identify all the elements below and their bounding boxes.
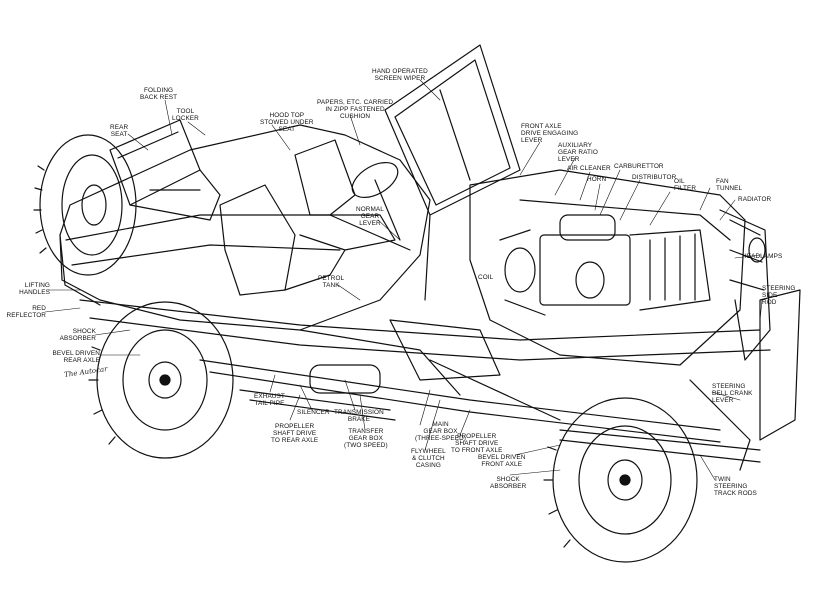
label-propeller-shaft-rear: PROPELLER SHAFT DRIVE TO REAR AXLE	[271, 423, 319, 444]
windscreen	[384, 44, 521, 301]
label-propeller-shaft-front: PROPELLER SHAFT DRIVE TO FRONT AXLE	[451, 433, 503, 454]
label-bevel-driven-front-axle: BEVEL DRIVEN FRONT AXLE	[478, 454, 526, 468]
label-distributor: DISTRIBUTOR	[632, 174, 677, 181]
radiator-grille	[719, 209, 801, 441]
label-papers-carried-cushion: PAPERS, ETC. CARRIED IN ZIPP FASTENED CU…	[317, 99, 394, 120]
label-carburettor: CARBURETTOR	[614, 163, 664, 170]
label-oil-filter: OIL FILTER	[674, 178, 697, 192]
label-shock-absorber-front: SHOCK ABSORBER	[490, 476, 527, 490]
label-shock-absorber-rear: SHOCK ABSORBER	[59, 328, 96, 342]
label-silencer: SILENCER	[297, 409, 330, 416]
engine-compartment	[469, 169, 746, 366]
label-transfer-gear-box: TRANSFER GEAR BOX (TWO SPEED)	[344, 428, 388, 449]
chassis-frame	[79, 299, 771, 443]
label-steering-side-rod: STEERING SIDE ROD	[762, 285, 796, 306]
leader-lines	[44, 79, 763, 481]
label-twin-steering-track-rods: TWIN STEERING TRACK RODS	[714, 476, 757, 497]
rear-seat	[109, 119, 221, 221]
label-radiator: RADIATOR	[738, 196, 772, 203]
label-auxiliary-gear-ratio-lever: AUXILIARY GEAR RATIO LEVER	[558, 142, 598, 163]
label-transmission-brake: TRANSMISSION BRAKE	[334, 409, 384, 423]
label-steering-bell-crank-lever: STEERING BELL CRANK LEVER	[712, 383, 753, 404]
label-exhaust-tail-pipe: EXHAUST TAIL PIPE	[254, 393, 285, 407]
label-tool-locker: TOOL LOCKER	[172, 108, 199, 122]
steering-wheel	[351, 161, 401, 241]
label-rear-seat: REAR SEAT	[110, 124, 129, 138]
label-bevel-driven-rear-axle: BEVEL DRIVEN REAR AXLE	[52, 350, 100, 364]
label-fan-tunnel: FAN TUNNEL	[716, 178, 743, 192]
label-horn: HORN	[587, 176, 607, 183]
label-lifting-handles: LIFTING HANDLES	[19, 282, 50, 296]
label-front-axle-drive-lever: FRONT AXLE DRIVE ENGAGING LEVER	[521, 123, 579, 144]
body-tub	[59, 124, 431, 331]
label-headlamps: HEADLAMPS	[742, 253, 783, 260]
label-main-gear-box: MAIN GEAR BOX (THREE-SPEED)	[415, 421, 467, 442]
label-hand-operated-screen-wiper: HAND OPERATED SCREEN WIPER	[372, 68, 428, 82]
front-wheel	[543, 397, 698, 563]
label-hood-top-stowed: HOOD TOP STOWED UNDER SEAT	[260, 112, 314, 133]
spare-wheel	[33, 134, 137, 276]
label-air-cleaner: AIR CLEANER	[567, 165, 611, 172]
label-petrol-tank: PETROL TANK	[318, 275, 345, 289]
label-red-reflector: RED REFLECTOR	[6, 305, 46, 319]
rear-wheel	[88, 301, 234, 459]
label-folding-back-rest: FOLDING BACK REST	[140, 87, 178, 101]
label-coil: COIL	[478, 274, 494, 281]
label-flywheel-clutch-casing: FLYWHEEL & CLUTCH CASING	[411, 448, 446, 469]
front-seats	[219, 139, 396, 296]
label-normal-gear-lever: NORMAL GEAR LEVER	[356, 206, 384, 227]
front-axle	[559, 379, 761, 471]
